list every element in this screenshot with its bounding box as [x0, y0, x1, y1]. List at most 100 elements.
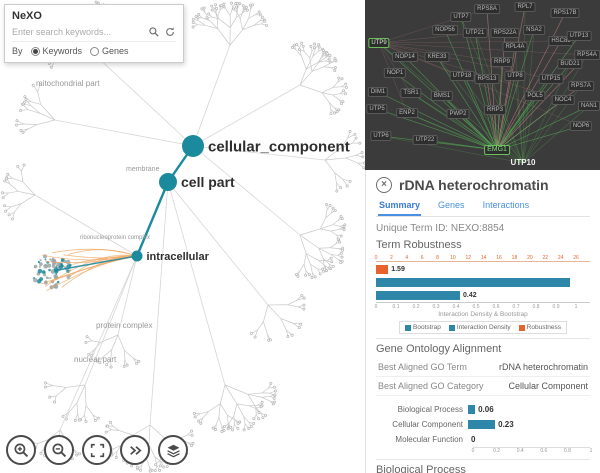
zoom-out-button[interactable]: [44, 435, 74, 465]
search-input[interactable]: [12, 26, 144, 37]
go-term-label: Best Aligned GO Term: [378, 362, 467, 372]
gene-node[interactable]: UTP7: [450, 12, 472, 22]
fit-to-screen-button[interactable]: [82, 435, 112, 465]
radio-dot: [90, 46, 100, 56]
go-chart-category: Cellular Component: [392, 420, 463, 429]
legend-item: Bootstrap: [405, 324, 441, 331]
unique-term-id: Unique Term ID: NEXO:8854: [376, 223, 505, 234]
bootstrap-bar: [376, 278, 570, 287]
gene-node[interactable]: UTP18: [449, 71, 475, 81]
gene-node[interactable]: RPS7A: [568, 81, 594, 91]
radio-keywords[interactable]: Keywords: [30, 46, 83, 56]
tab-interactions[interactable]: Interactions: [482, 200, 530, 210]
zoom-in-button[interactable]: [6, 435, 36, 465]
gene-node[interactable]: RPS17B: [550, 8, 580, 18]
go-chart-category: Biological Process: [397, 405, 463, 414]
close-icon[interactable]: ×: [376, 177, 392, 193]
gene-node[interactable]: PWP2: [446, 109, 470, 119]
go-term-row: Best Aligned GO Term rDNA heterochromati…: [376, 358, 590, 377]
robustness-legend: Bootstrap Interaction Density Robustness: [376, 321, 590, 334]
radio-genes[interactable]: Genes: [90, 46, 129, 56]
robustness-header: Term Robustness: [376, 239, 462, 251]
zoom-toolbar: [6, 435, 188, 465]
gene-node[interactable]: RPL4A: [502, 42, 528, 52]
go-chart-value: 0.06: [478, 405, 494, 414]
tab-genes[interactable]: Genes: [438, 200, 465, 210]
layers-button[interactable]: [158, 435, 188, 465]
search-icon[interactable]: [147, 25, 160, 38]
gene-node[interactable]: RPS4A: [574, 50, 600, 60]
radio-genes-label: Genes: [102, 46, 129, 56]
density-axis-label: Interaction Density & Bootstrap: [438, 311, 528, 318]
go-chart-value: 0.23: [498, 420, 514, 429]
gene-node[interactable]: UTP6: [370, 131, 392, 141]
go-category-value: Cellular Component: [508, 381, 588, 391]
gene-node[interactable]: BUD21: [557, 59, 583, 69]
gene-node[interactable]: UTP22: [412, 135, 438, 145]
gene-node[interactable]: HSC82: [548, 36, 574, 46]
gene-node[interactable]: ENP2: [396, 108, 418, 118]
tab-summary[interactable]: Summary: [378, 198, 422, 216]
go-category-label: Best Aligned GO Category: [378, 381, 484, 391]
network-edges: [376, 6, 590, 164]
gene-node[interactable]: RPS13: [474, 74, 500, 84]
gene-node[interactable]: NOP6: [569, 121, 593, 131]
gene-node[interactable]: BMS1: [430, 91, 454, 101]
gene-node[interactable]: TSR1: [400, 88, 422, 98]
gene-node[interactable]: DIM1: [367, 87, 389, 97]
gene-node[interactable]: NOP14: [392, 52, 418, 62]
gene-node[interactable]: RPS8A: [474, 4, 500, 14]
gene-node[interactable]: POL5: [524, 91, 546, 101]
gene-node[interactable]: NSA2: [523, 25, 545, 35]
branch-label: protein complex: [96, 321, 152, 330]
gene-node[interactable]: NAN1: [577, 101, 600, 111]
gene-node[interactable]: UTP5: [366, 104, 388, 114]
go-chart-bar: [468, 420, 496, 429]
search-panel: NeXO By Keywords Genes: [4, 4, 184, 63]
gene-node[interactable]: UTP10: [510, 158, 536, 167]
gene-node[interactable]: UTP8: [504, 71, 526, 81]
robustness-bar: [376, 265, 389, 274]
legend-item: Interaction Density: [448, 324, 511, 331]
gene-node[interactable]: RPS22A: [490, 28, 520, 38]
gene-node[interactable]: RRP3: [483, 105, 507, 115]
gene-node[interactable]: NOP56: [432, 25, 458, 35]
biological-process-header: Biological Process: [376, 464, 466, 473]
gene-node[interactable]: UTP13: [566, 31, 592, 41]
gene-node[interactable]: RPL7: [514, 2, 536, 12]
gene-node[interactable]: UTP15: [538, 74, 564, 84]
detail-tabs: Summary Genes Interactions: [376, 198, 590, 217]
term-node[interactable]: [131, 250, 143, 262]
gene-node[interactable]: KRE33: [424, 52, 450, 62]
term-node[interactable]: [182, 135, 204, 157]
reset-icon[interactable]: [163, 25, 176, 38]
term-detail-panel: × rDNA heterochromatin Summary Genes Int…: [365, 170, 600, 473]
gene-node[interactable]: RRP9: [490, 57, 514, 67]
gene-node[interactable]: UTP21: [462, 28, 488, 38]
gene-node[interactable]: NOC4: [551, 95, 575, 105]
expand-tree-button[interactable]: [120, 435, 150, 465]
go-term-value: rDNA heterochromatin: [498, 362, 588, 372]
app-title: NeXO: [12, 10, 42, 22]
term-node-label: cell part: [181, 174, 235, 190]
legend-item: Robustness: [518, 324, 561, 331]
radio-dot: [30, 46, 40, 56]
gene-node[interactable]: EMG1: [484, 145, 510, 155]
go-category-row: Best Aligned GO Category Cellular Compon…: [376, 377, 590, 396]
radio-keywords-label: Keywords: [42, 46, 83, 56]
term-title: rDNA heterochromatin: [399, 177, 549, 193]
go-chart-row: Biological Process 0.06: [376, 402, 590, 417]
term-node[interactable]: [159, 173, 177, 191]
gene-node[interactable]: UTP9: [368, 38, 390, 48]
interaction-density-bar: [376, 291, 460, 300]
gene-node[interactable]: NOP1: [383, 68, 407, 78]
term-node-label: cellular_component: [208, 138, 350, 155]
term-node-label: intracellular: [147, 251, 210, 263]
